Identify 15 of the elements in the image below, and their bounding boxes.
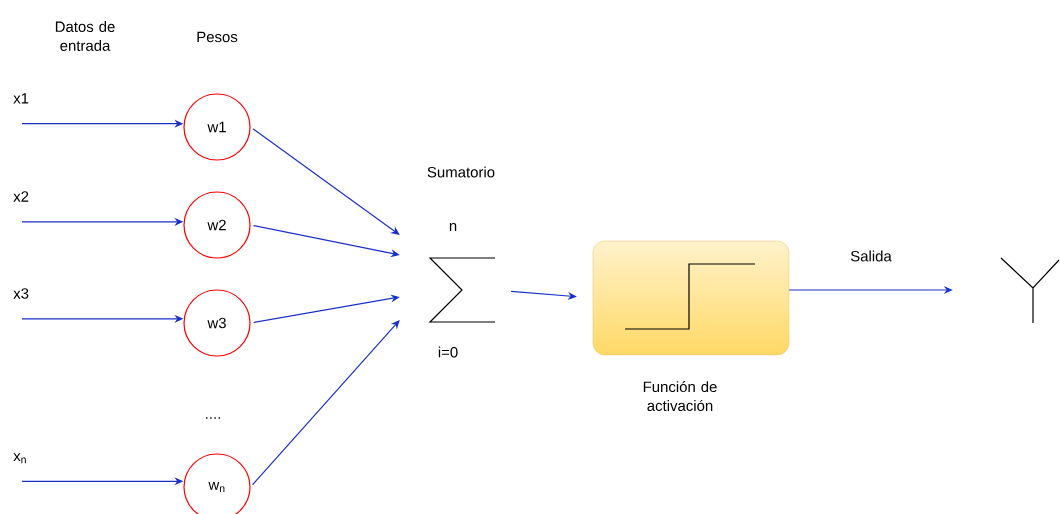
output-symbol: [1000, 257, 1060, 324]
node-heading: Sumatorio: [427, 166, 495, 178]
arrow: [252, 320, 400, 486]
arrow: [252, 128, 400, 235]
column-heading: Datos de entrada: [55, 21, 115, 51]
input-label: x3: [13, 288, 29, 299]
input-label: x$_{n}$: [13, 453, 26, 464]
input-label: x1: [13, 93, 29, 104]
column-heading: Pesos: [197, 31, 238, 43]
upper-limit: n: [449, 223, 457, 231]
edge-label: Salida: [849, 249, 893, 263]
input-label: x2: [13, 191, 29, 202]
lower-limit: i=0: [438, 346, 458, 358]
box-caption: Función de activación: [643, 380, 717, 412]
ellipsis: ....: [206, 417, 220, 419]
